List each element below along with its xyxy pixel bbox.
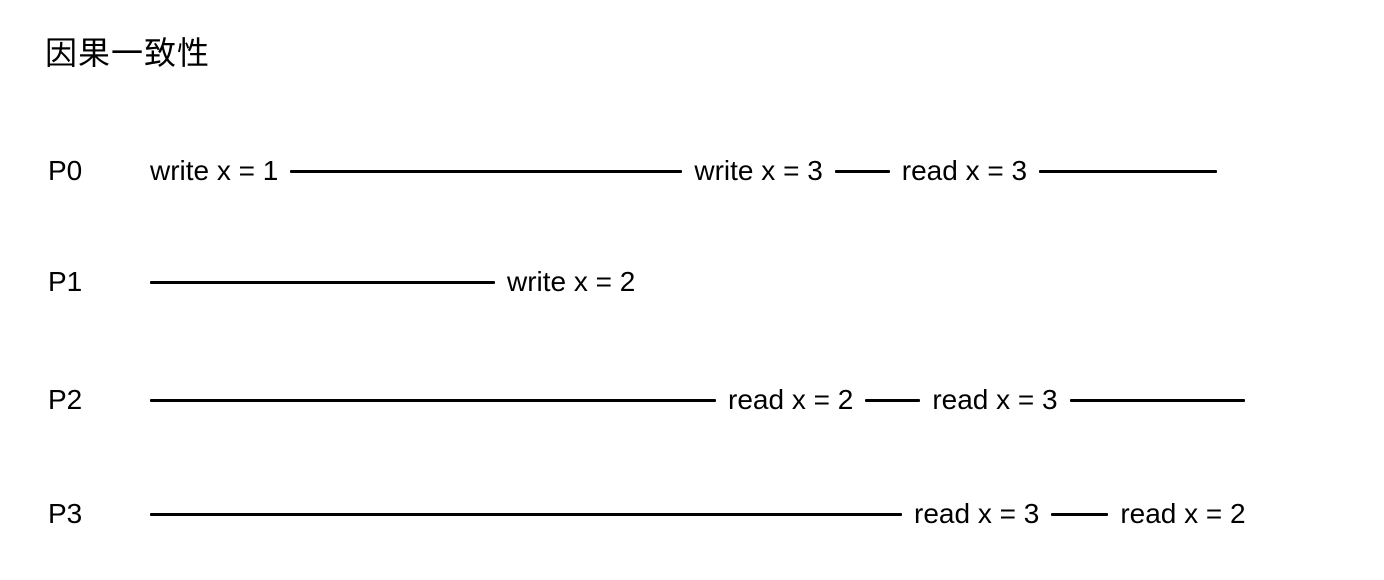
event-label: write x = 2 bbox=[507, 266, 636, 297]
event-label: read x = 3 bbox=[932, 384, 1058, 415]
event-label: write x = 3 bbox=[694, 155, 823, 186]
event-label: read x = 2 bbox=[728, 384, 854, 415]
diagram-title: 因果一致性 bbox=[45, 35, 211, 71]
event-label: write x = 1 bbox=[150, 155, 279, 186]
process-label: P3 bbox=[48, 498, 83, 529]
timeline-segment bbox=[150, 398, 716, 402]
timeline-segment bbox=[1039, 169, 1218, 173]
process-row-p1: P1 write x = 2 bbox=[48, 260, 635, 304]
event-label: read x = 3 bbox=[914, 498, 1040, 529]
timeline-segment bbox=[865, 398, 921, 402]
process-label: P1 bbox=[48, 266, 83, 297]
event-label: read x = 3 bbox=[901, 155, 1028, 186]
timeline-segment bbox=[290, 169, 683, 173]
process-row-p0: P0 write x = 1 write x = 3 read x = 3 bbox=[48, 149, 1218, 193]
event-label: read x = 2 bbox=[1120, 498, 1246, 529]
process-row-p2: P2 read x = 2 read x = 3 bbox=[48, 378, 1245, 422]
timeline-segment bbox=[150, 280, 495, 284]
timeline-segment bbox=[1069, 398, 1245, 402]
process-label: P0 bbox=[48, 155, 83, 186]
timeline-segment bbox=[150, 512, 902, 516]
process-label: P2 bbox=[48, 384, 83, 415]
timeline-segment bbox=[834, 169, 890, 173]
timeline-segment bbox=[1051, 512, 1109, 516]
process-row-p3: P3 read x = 3 read x = 2 bbox=[48, 492, 1246, 536]
